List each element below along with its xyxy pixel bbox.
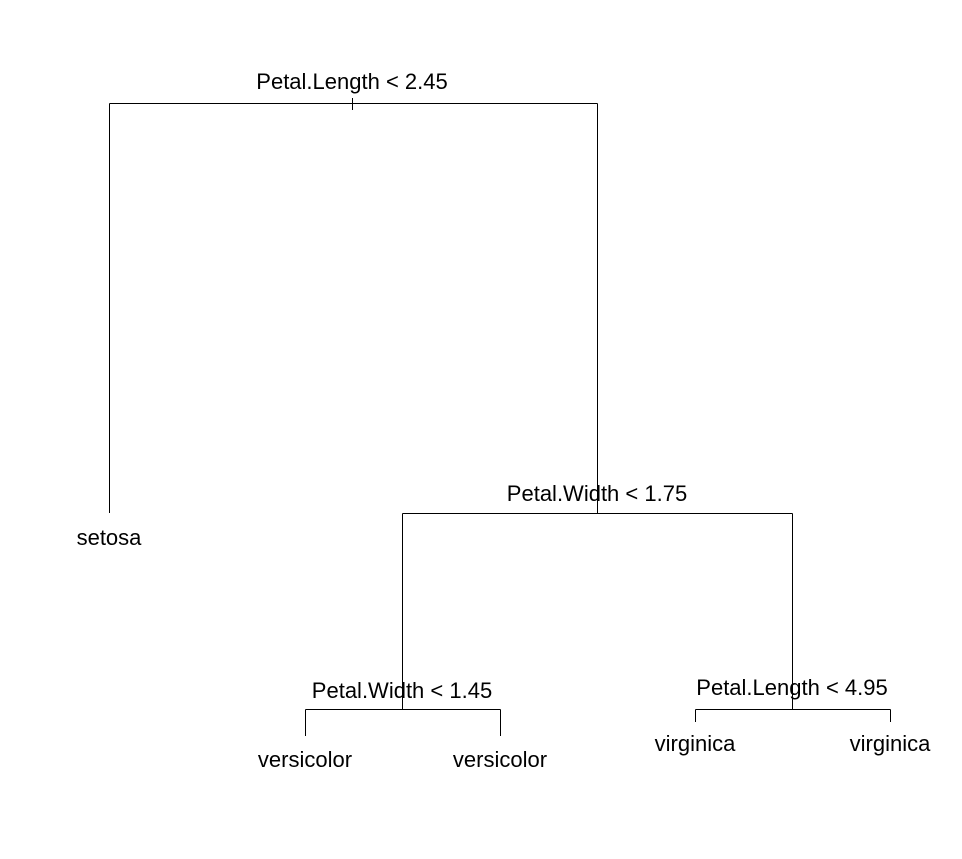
leaf-label-versicolor-1: versicolor [258, 747, 352, 772]
leaf-label-virginica-1: virginica [655, 731, 736, 756]
width-175-split-label: Petal.Width < 1.75 [507, 481, 687, 506]
width-145-split-label: Petal.Width < 1.45 [312, 678, 492, 703]
root-split-label: Petal.Length < 2.45 [256, 69, 447, 94]
length-495-split-label: Petal.Length < 4.95 [696, 675, 887, 700]
leaf-label-virginica-2: virginica [850, 731, 931, 756]
leaf-label-setosa: setosa [77, 525, 143, 550]
leaf-label-versicolor-2: versicolor [453, 747, 547, 772]
